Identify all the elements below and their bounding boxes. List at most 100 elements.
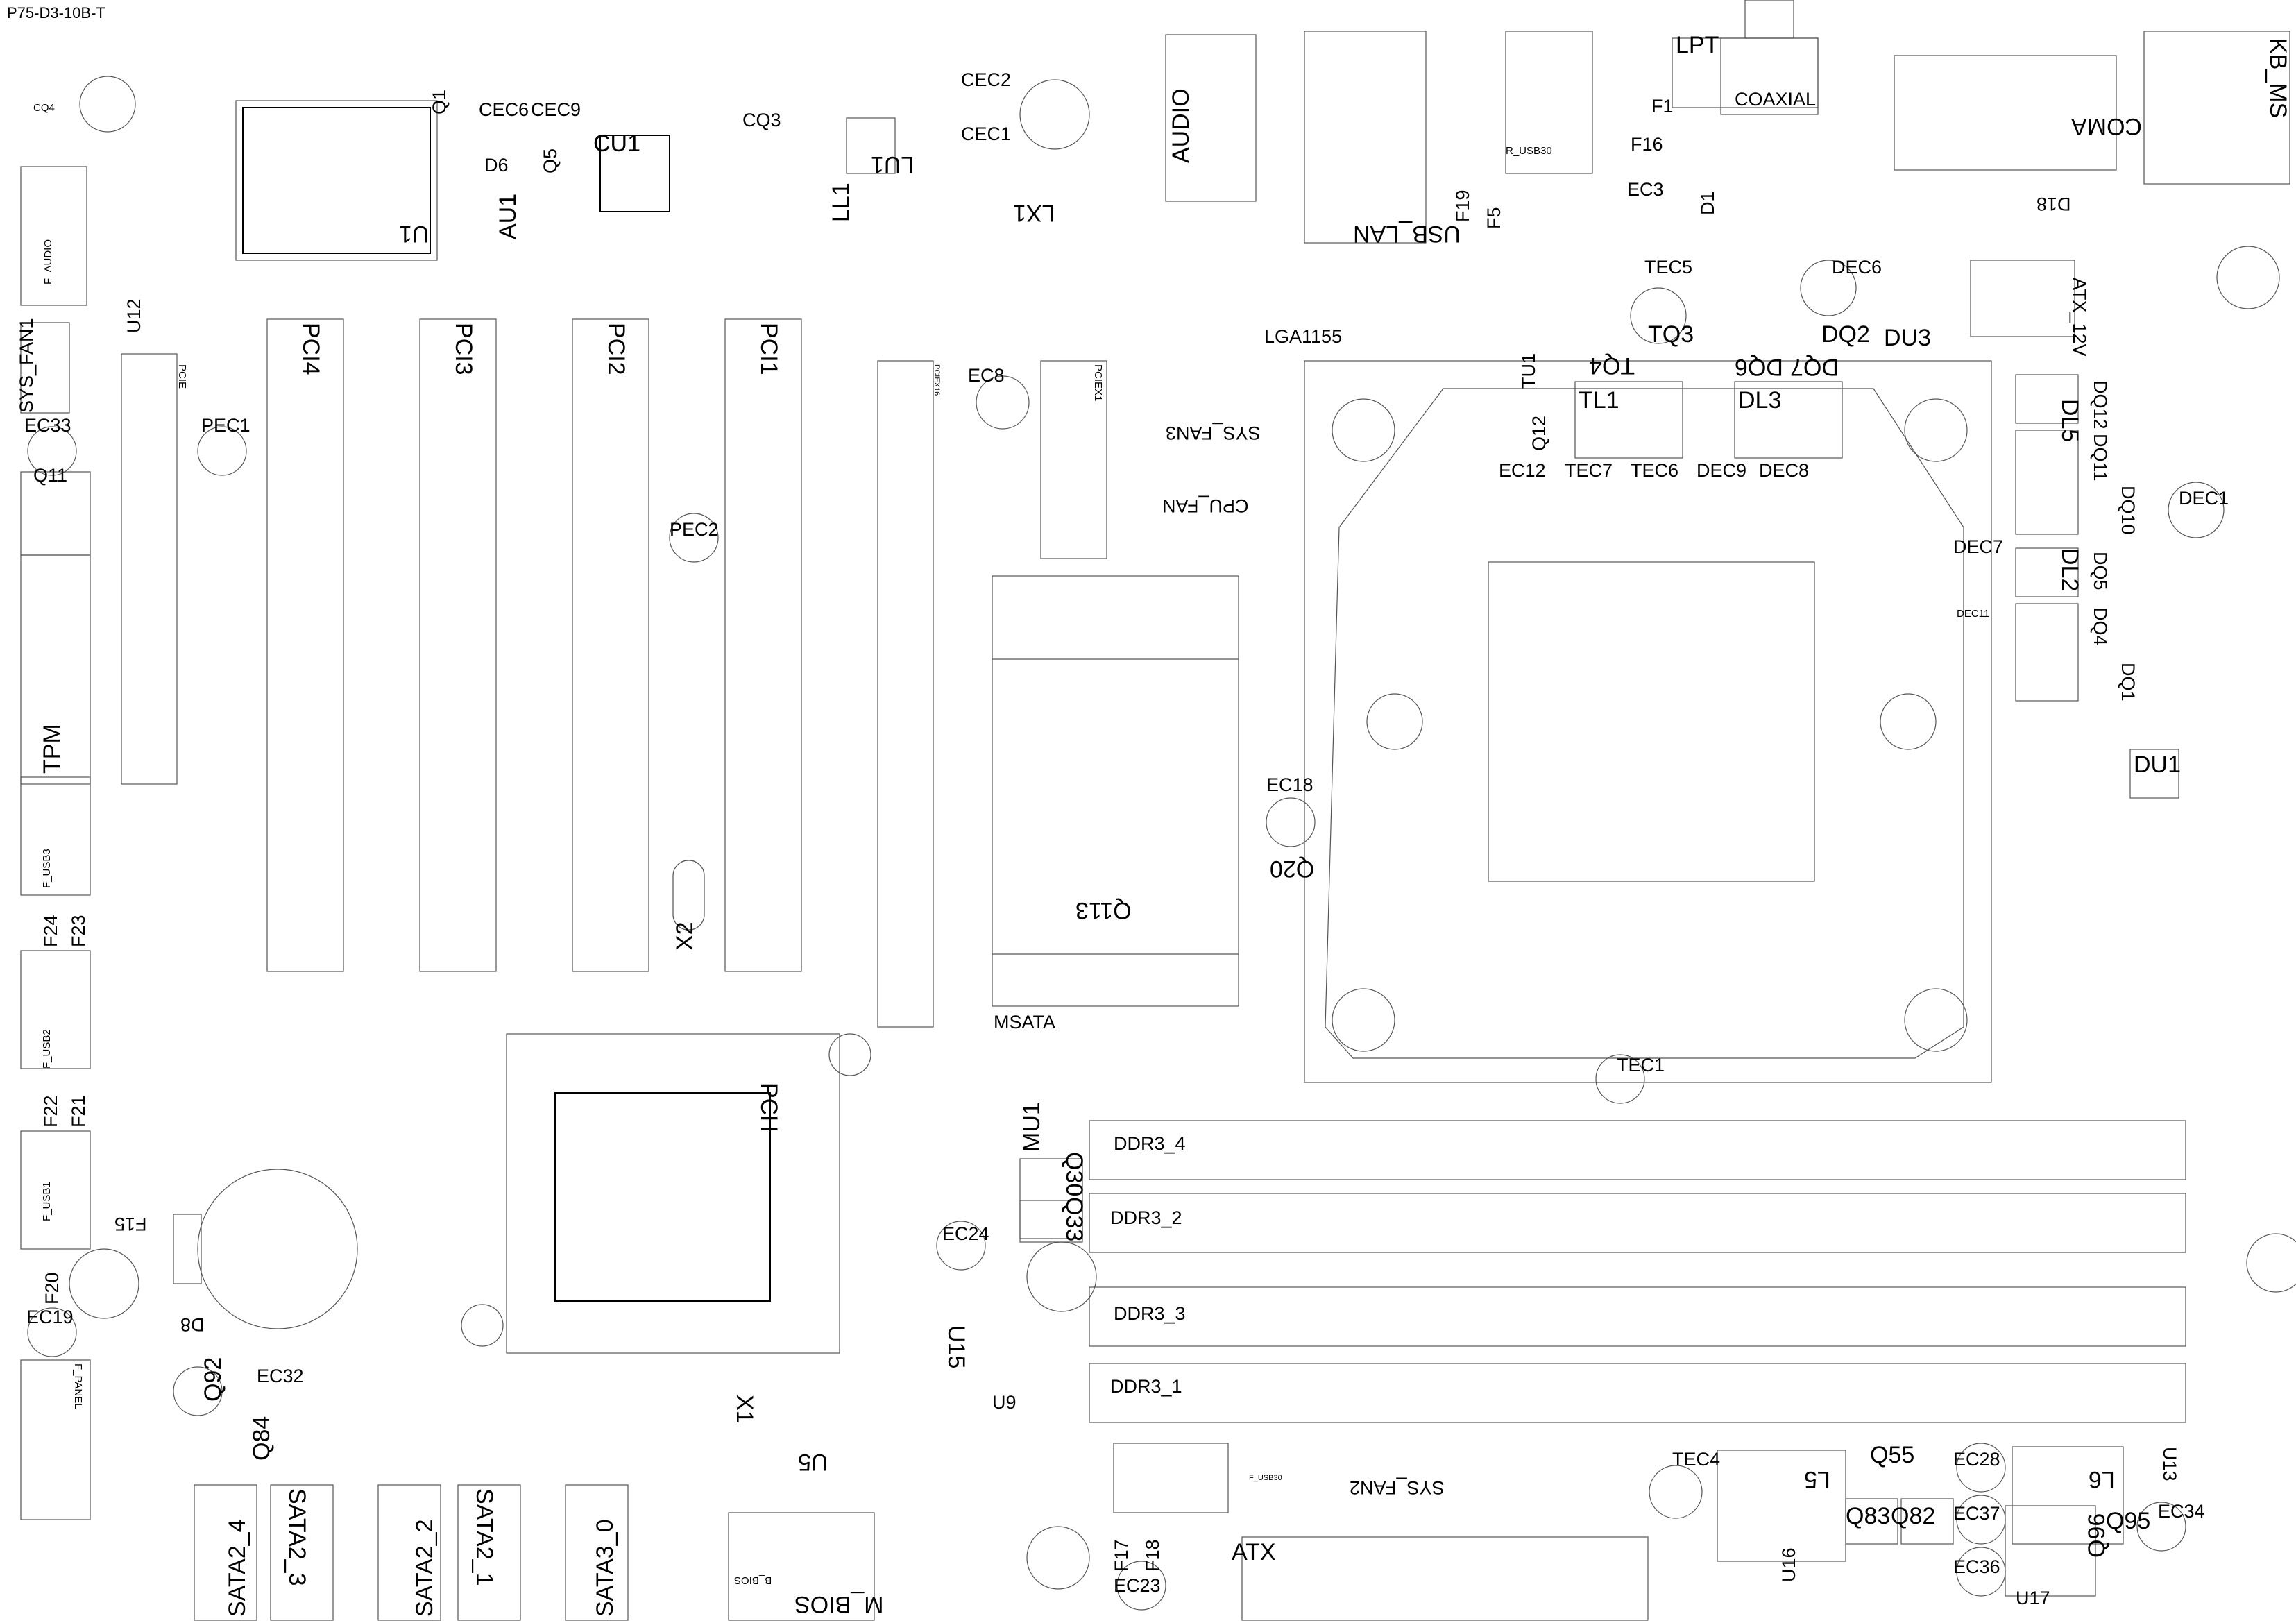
slot-pci2: PCI2 <box>603 323 629 375</box>
fuse-f1: F1 <box>1651 96 1674 117</box>
slot-pcie: PCIE <box>176 364 188 389</box>
kb-ms-label: KB_MS <box>2265 38 2291 119</box>
cap-dec8: DEC8 <box>1759 460 1810 481</box>
cap-ec36: EC36 <box>1953 1556 2000 1577</box>
slot-ddr3-2: DDR3_2 <box>1110 1207 1182 1228</box>
mosfet-tq3: TQ3 <box>1648 321 1694 348</box>
cap-cec1: CEC1 <box>961 124 1012 144</box>
slot-sata2-1: SATA2_1 <box>471 1488 498 1586</box>
slot-sata2-4: SATA2_4 <box>224 1519 250 1617</box>
cap-ec32: EC32 <box>257 1366 304 1386</box>
chip-pch: PCH <box>756 1082 782 1132</box>
diode-d18: D18 <box>2036 194 2071 214</box>
cap-ec23: EC23 <box>1114 1575 1161 1596</box>
cap-tec4: TEC4 <box>1672 1449 1721 1470</box>
transistor-q5: Q5 <box>540 148 561 173</box>
cap-dec7: DEC7 <box>1953 536 2004 557</box>
cap-ec28: EC28 <box>1953 1449 2000 1470</box>
cap-ec24: EC24 <box>942 1223 989 1244</box>
sys-fan3-label: SYS_FAN3 <box>1166 423 1261 443</box>
slot-ddr3-3: DDR3_3 <box>1114 1303 1186 1324</box>
slot-ddr3-4: DDR3_4 <box>1114 1133 1186 1154</box>
mosfet-dq10: DQ10 <box>2118 486 2138 535</box>
fuse-f20: F20 <box>42 1272 62 1305</box>
mosfet-dq2: DQ2 <box>1821 321 1870 348</box>
chip-u12: U12 <box>124 298 144 333</box>
f-usb30-label: F_USB30 <box>1249 1474 1282 1482</box>
diode-d8: D8 <box>180 1314 205 1335</box>
coma-label: COMA <box>2071 113 2142 139</box>
chip-au1: AU1 <box>495 193 521 239</box>
cap-dec9: DEC9 <box>1697 460 1747 481</box>
chip-lu1: LU1 <box>871 151 915 178</box>
chip-u16: U16 <box>1778 1547 1799 1582</box>
mosfet-tq4: TQ4 <box>1589 352 1635 379</box>
chip-du1: DU1 <box>2134 751 2182 778</box>
r-usb30-label: R_USB30 <box>1506 145 1552 157</box>
mosfet-dq1: DQ1 <box>2118 663 2138 702</box>
f-audio-label: F_AUDIO <box>42 239 54 284</box>
cap-cq3: CQ3 <box>742 110 781 130</box>
chip-tu1: TU1 <box>1518 352 1539 389</box>
transistor-q55: Q55 <box>1870 1442 1915 1468</box>
transistor-q30: Q30 <box>1061 1152 1087 1197</box>
chip-u13: U13 <box>2159 1447 2180 1481</box>
transistor-q1: Q1 <box>429 89 450 114</box>
fuse-f15: F15 <box>114 1214 147 1234</box>
slot-pciex1: PCIEX1 <box>1092 364 1104 402</box>
slot-pci4: PCI4 <box>298 323 324 375</box>
fuse-f18: F18 <box>1142 1539 1163 1572</box>
chip-u1: U1 <box>399 221 430 247</box>
cap-cec6: CEC6 <box>479 99 529 120</box>
chip-u9: U9 <box>992 1392 1017 1413</box>
slot-sata2-2: SATA2_2 <box>411 1519 438 1617</box>
mosfet-dq6: DQ6 <box>1735 354 1783 380</box>
diode-d6: D6 <box>484 155 509 176</box>
m-bios-label: M_BIOS <box>794 1591 884 1617</box>
cap-tec1: TEC1 <box>1617 1055 1665 1076</box>
mosfet-dq7: DQ7 <box>1790 354 1839 380</box>
slot-ddr3-1: DDR3_1 <box>1110 1376 1182 1397</box>
transistor-q11: Q11 <box>33 465 68 486</box>
cap-tec6: TEC6 <box>1631 460 1679 481</box>
transistor-q82: Q82 <box>1891 1503 1936 1529</box>
mosfet-dq5: DQ5 <box>2090 552 2111 590</box>
cap-pec2: PEC2 <box>670 519 719 540</box>
cap-ec18: EC18 <box>1266 774 1313 795</box>
fuse-f24: F24 <box>40 915 61 947</box>
slot-sata2-3: SATA2_3 <box>284 1488 310 1586</box>
transistor-q83: Q83 <box>1846 1503 1891 1529</box>
cap-ec3: EC3 <box>1627 179 1664 200</box>
inductor-tl1: TL1 <box>1579 387 1619 414</box>
transistor-q95: Q95 <box>2106 1508 2151 1534</box>
slot-pci1: PCI1 <box>756 323 782 375</box>
cap-tec5: TEC5 <box>1644 257 1693 278</box>
chip-u15: U15 <box>943 1325 969 1369</box>
transistor-q84: Q84 <box>248 1416 275 1461</box>
chip-q20: Q20 <box>1270 856 1315 882</box>
f-usb2-label: F_USB2 <box>41 1029 53 1069</box>
fuse-f22: F22 <box>40 1095 61 1128</box>
sys-fan2-label: SYS_FAN2 <box>1350 1477 1445 1498</box>
f-panel-label: F_PANEL <box>72 1363 84 1409</box>
chip-u5: U5 <box>798 1449 828 1475</box>
chip-cu1: CU1 <box>593 130 641 157</box>
inductor-l6: L6 <box>2089 1466 2115 1493</box>
inductor-ll1: LL1 <box>828 182 854 222</box>
mosfet-dq4: DQ4 <box>2090 607 2111 646</box>
audio-label: AUDIO <box>1168 88 1194 163</box>
diode-d1: D1 <box>1697 191 1718 215</box>
f-usb1-label: F_USB1 <box>41 1182 53 1221</box>
cap-ec34: EC34 <box>2158 1501 2205 1522</box>
f-usb3-label: F_USB3 <box>41 849 53 888</box>
cpu-fan-label: CPU_FAN <box>1162 495 1249 516</box>
mosfet-dq11: DQ11 <box>2090 434 2111 482</box>
inductor-dl3: DL3 <box>1738 387 1782 414</box>
inductor-dl2: DL2 <box>2057 548 2083 592</box>
inductor-dl5: DL5 <box>2057 399 2083 443</box>
sys-fan1-label: SYS_FAN1 <box>16 318 37 413</box>
chip-u17: U17 <box>2016 1588 2050 1608</box>
crystal-x1: X1 <box>731 1395 758 1424</box>
msata-label: MSATA <box>994 1012 1056 1033</box>
coaxial-label: COAXIAL <box>1735 89 1817 110</box>
